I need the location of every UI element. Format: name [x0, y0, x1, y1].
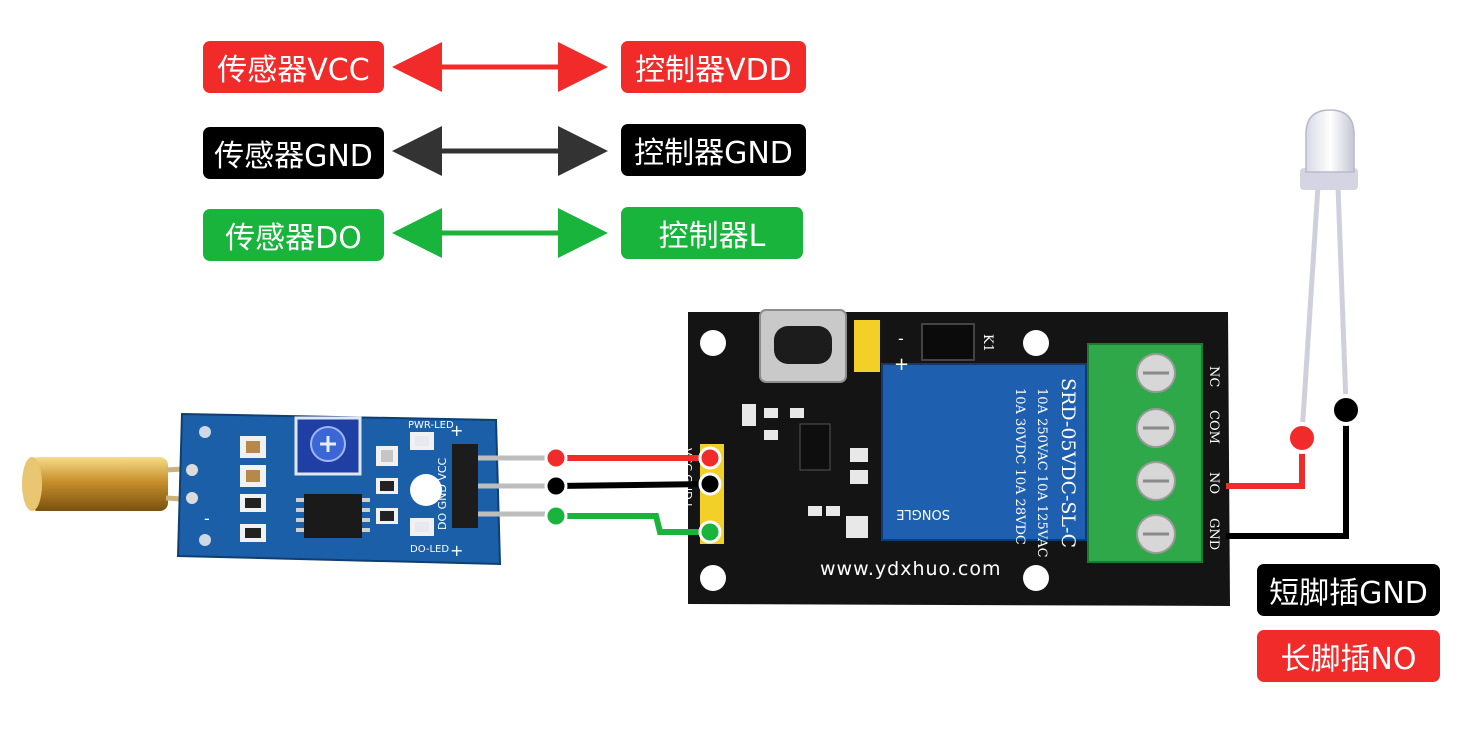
wire-do: [556, 513, 710, 535]
relay-header-pins-label: VCC GND L: [681, 448, 694, 510]
led-component: [1299, 109, 1358, 435]
watermark: www.ydxhuo.com: [820, 558, 1002, 580]
terminal-label-com: COM: [1206, 410, 1221, 444]
label-led-long-leg: 长脚插NO: [1257, 630, 1440, 682]
terminal-label-nc: NC: [1206, 366, 1221, 387]
sensor-plus-bottom: +: [450, 541, 463, 560]
label-sensor-gnd: 传感器GND: [203, 127, 384, 179]
label-led-short-leg: 短脚插GND: [1257, 564, 1440, 616]
relay-spec-line-2: 10A 30VDC 10A 28VDC: [1012, 388, 1027, 545]
relay-k1-label: K1: [980, 334, 995, 352]
sensor-minus: -: [204, 509, 210, 528]
relay-board: [688, 309, 1230, 606]
relay-model-text: SRD-05VDC-SL-C: [1057, 378, 1079, 548]
relay-brand-text: SONGLE: [896, 506, 950, 521]
relay-jumper-plus: +: [894, 354, 909, 375]
terminal-label-gnd: GND: [1206, 518, 1221, 550]
sensor-do-led-label: DO-LED: [410, 544, 449, 555]
label-controller-vdd: 控制器VDD: [621, 41, 806, 93]
label-sensor-vcc: 传感器VCC: [203, 41, 384, 93]
relay-spec-line-1: 10A 250VAC 10A 125VAC: [1034, 388, 1049, 558]
wire-led-long: [1226, 440, 1305, 489]
sensor-pins-label: DO GND VCC: [436, 457, 449, 530]
terminal-label-no: NO: [1206, 472, 1221, 494]
relay-jumper-minus: -: [898, 329, 904, 348]
label-controller-gnd: 控制器GND: [621, 124, 806, 176]
sensor-plus-top: +: [450, 421, 463, 440]
sensor-pwr-led-label: PWR-LED: [408, 420, 454, 431]
tilt-switch: [22, 457, 201, 511]
wire-gnd: [555, 481, 711, 489]
label-controller-l: 控制器L: [621, 207, 803, 259]
label-sensor-do: 传感器DO: [203, 209, 384, 261]
sensor-board: [176, 412, 502, 566]
wire-dots: [544, 394, 1362, 544]
wire-led-short: [1226, 412, 1349, 539]
